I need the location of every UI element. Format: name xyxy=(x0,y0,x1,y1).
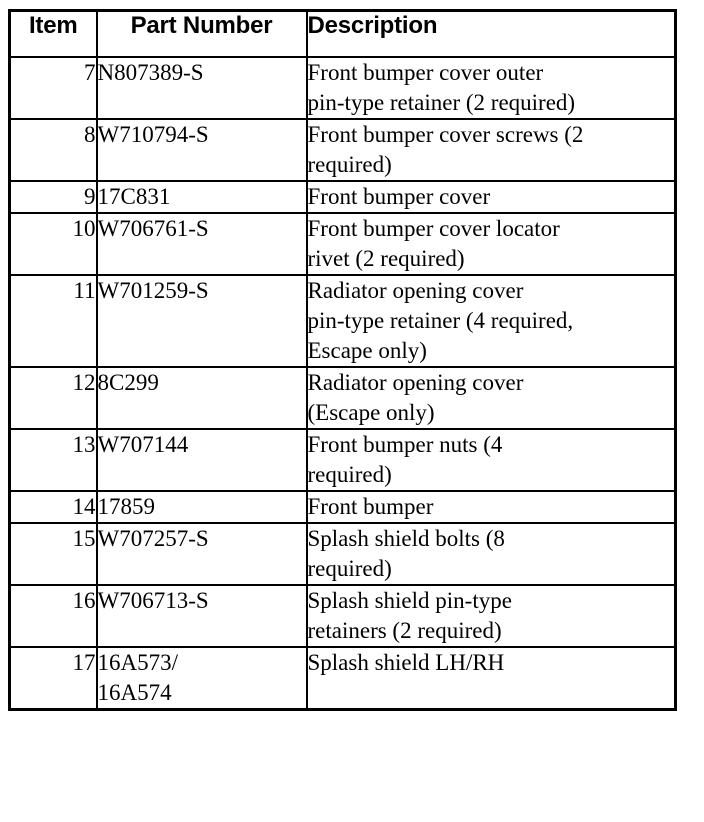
cell-description: Front bumper cover screws (2 required) xyxy=(305,118,677,182)
table-header: Item Part Number Description xyxy=(8,9,677,58)
cell-item: 14 xyxy=(8,490,98,524)
cell-part-number: W701259-S xyxy=(95,274,308,368)
column-header-item: Item xyxy=(8,9,98,58)
cell-description: Front bumper nuts (4 required) xyxy=(305,428,677,492)
cell-description: Splash shield pin-type retainers (2 requ… xyxy=(305,584,677,648)
cell-description: Front bumper cover locator rivet (2 requ… xyxy=(305,212,677,276)
cell-description: Front bumper cover outer pin-type retain… xyxy=(305,56,677,120)
cell-item: 15 xyxy=(8,522,98,586)
cell-item: 10 xyxy=(8,212,98,276)
cell-part-number: W710794-S xyxy=(95,118,308,182)
cell-description: Splash shield LH/RH xyxy=(305,646,677,711)
cell-item: 16 xyxy=(8,584,98,648)
cell-item: 8 xyxy=(8,118,98,182)
cell-item: 13 xyxy=(8,428,98,492)
cell-description: Radiator opening cover pin-type retainer… xyxy=(305,274,677,368)
cell-description: Radiator opening cover (Escape only) xyxy=(305,366,677,430)
cell-part-number: W706761-S xyxy=(95,212,308,276)
cell-part-number: 17C831 xyxy=(95,180,308,214)
cell-description: Front bumper cover xyxy=(305,180,677,214)
table-header-row: Item Part Number Description xyxy=(8,9,677,58)
cell-part-number: W707257-S xyxy=(95,522,308,586)
cell-part-number: W706713-S xyxy=(95,584,308,648)
cell-item: 12 xyxy=(8,366,98,430)
cell-item: 9 xyxy=(8,180,98,214)
cell-part-number: 17859 xyxy=(95,490,308,524)
cell-part-number: 16A573/ 16A574 xyxy=(95,646,308,711)
cell-part-number: 8C299 xyxy=(95,366,308,430)
cell-description: Splash shield bolts (8 required) xyxy=(305,522,677,586)
cell-part-number: N807389-S xyxy=(95,56,308,120)
cell-description: Front bumper xyxy=(305,490,677,524)
cell-item: 17 xyxy=(8,646,98,711)
cell-part-number: W707144 xyxy=(95,428,308,492)
cell-item: 7 xyxy=(8,56,98,120)
cell-item: 11 xyxy=(8,274,98,368)
column-header-part-number: Part Number xyxy=(95,9,308,58)
column-header-description: Description xyxy=(305,9,677,58)
